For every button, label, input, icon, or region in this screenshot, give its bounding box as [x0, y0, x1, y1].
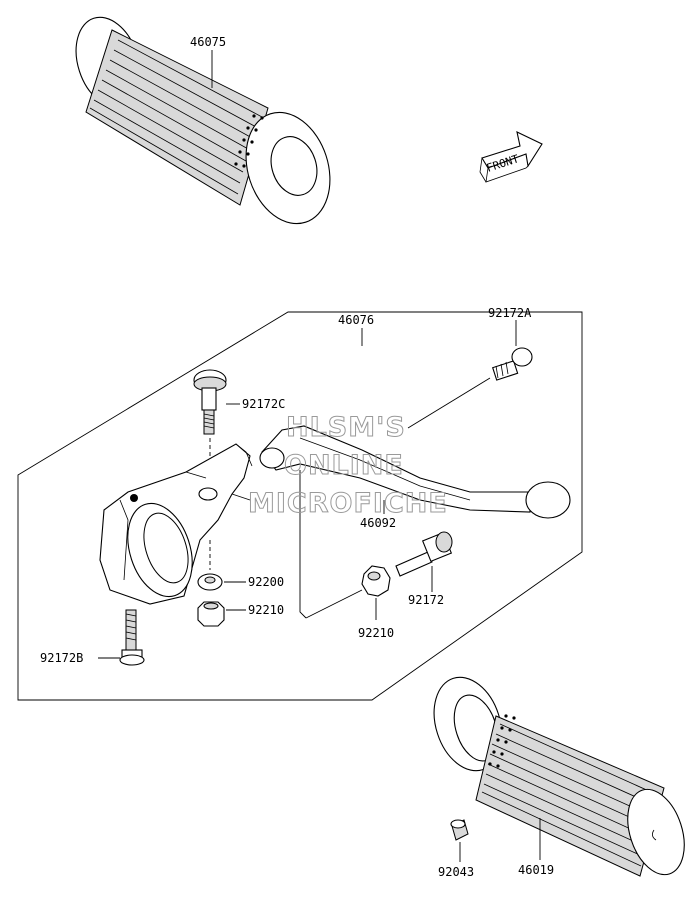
part-number-46092: 46092 [360, 516, 396, 530]
nut-icon [361, 565, 391, 597]
clamp-bolt-icon [193, 369, 227, 435]
part-number-92043: 92043 [438, 865, 474, 879]
washer-icon [197, 573, 223, 591]
svg-text:HLSM'S: HLSM'S [286, 412, 406, 443]
part-number-92172C: 92172C [242, 397, 285, 411]
left-handlebar-grip [75, 16, 331, 225]
part-number-92172: 92172 [408, 593, 444, 607]
adjuster-bolt-icon [395, 531, 453, 577]
nut-icon [197, 601, 225, 627]
part-number-46076: 46076 [338, 313, 374, 327]
svg-text:ONLINE: ONLINE [284, 450, 404, 481]
right-handlebar-grip [433, 676, 685, 877]
bracket-bolt-icon [119, 609, 145, 666]
part-number-46019: 46019 [518, 863, 554, 877]
part-number-92172B: 92172B [40, 651, 83, 665]
pivot-bolt-icon [491, 347, 533, 381]
watermark: HLSM'S ONLINE MICROFICHE [248, 412, 448, 520]
front-arrow-icon: FRONT [479, 131, 543, 183]
end-cap-icon [450, 819, 469, 841]
brake-lever [259, 425, 571, 519]
part-number-92210-right: 92210 [358, 626, 394, 640]
svg-text:MICROFICHE: MICROFICHE [248, 488, 448, 519]
part-number-92172A: 92172A [488, 306, 532, 320]
part-number-92210-left: 92210 [248, 603, 284, 617]
lever-bracket [99, 443, 253, 605]
leader-line [299, 470, 307, 619]
leader-line [305, 589, 363, 619]
assembly-boundary [17, 311, 583, 701]
part-number-46075: 46075 [190, 35, 226, 49]
part-number-92200: 92200 [248, 575, 284, 589]
leader-line [407, 377, 491, 429]
